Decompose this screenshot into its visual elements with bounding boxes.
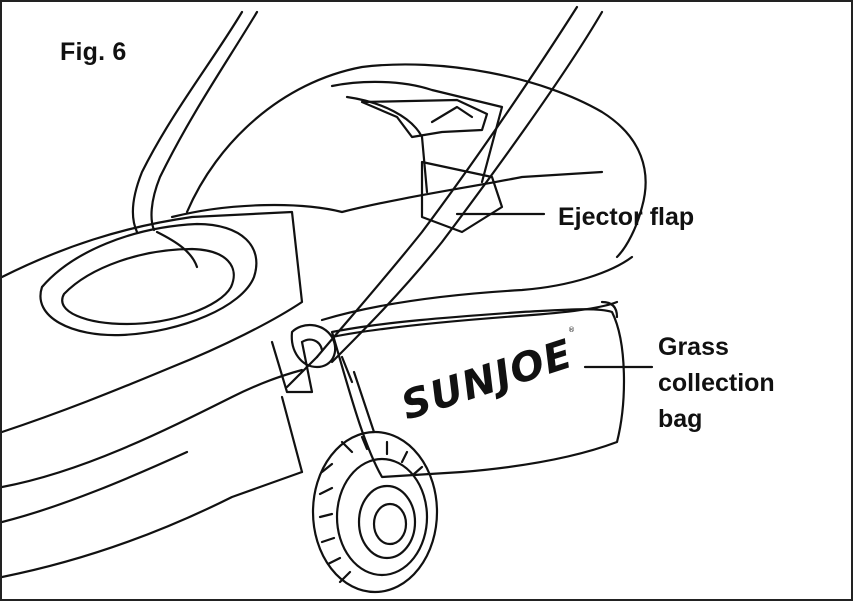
rear-wheel-hub — [357, 484, 417, 560]
grass-bag-lid-edge — [170, 170, 604, 219]
grass-bag-label-line-3: bag — [658, 405, 703, 433]
rear-wheel-outer — [311, 430, 439, 594]
registered-mark: ® — [568, 326, 575, 334]
deck-lower-edge — [2, 368, 304, 489]
brand-logo: SUNJOE — [396, 331, 579, 429]
ejector-flap — [360, 98, 489, 139]
grass-bag-label-line-2: collection — [658, 369, 775, 397]
handle-hinge — [290, 324, 337, 369]
handle-left — [131, 10, 244, 234]
grass-bag-label-line-1: Grass — [658, 333, 729, 361]
ejector-flap-label: Ejector flap — [558, 203, 695, 231]
deck-recess — [39, 222, 258, 337]
brand-wordmark: SUNJOE — [396, 331, 579, 429]
figure-label: Fig. 6 — [60, 38, 127, 66]
mower-deck — [2, 210, 304, 434]
handle-right — [315, 5, 579, 359]
grass-collection-bag-label: Grass collection bag — [658, 329, 775, 437]
